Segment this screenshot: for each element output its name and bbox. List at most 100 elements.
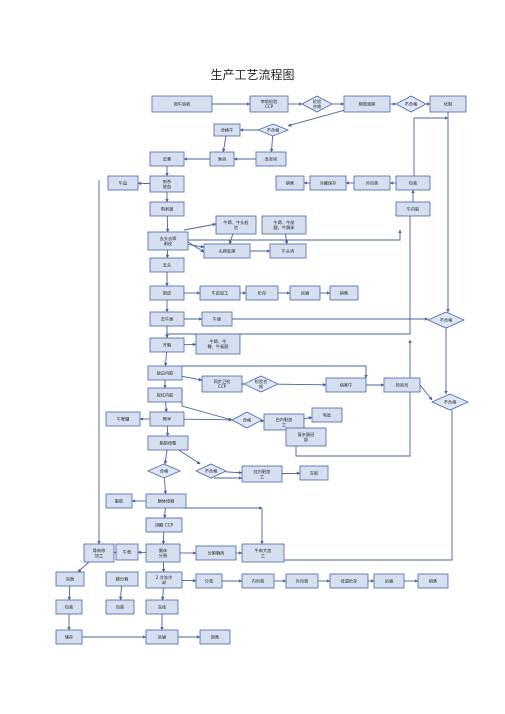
node-label: 外包装 (296, 578, 309, 585)
connector-11 (181, 390, 233, 421)
node-label: 急宰间 (265, 156, 278, 163)
node-label: 不合格 (205, 468, 218, 475)
node-shape (195, 573, 223, 589)
node-n10: 急宰间 (255, 151, 287, 167)
edge-n63-n72 (118, 585, 123, 601)
node-shape (213, 123, 241, 137)
node-n41: 取红内脏 (147, 387, 183, 403)
edge-n49-n50 (163, 449, 168, 465)
node-label: 检验合格 (255, 378, 268, 390)
node-n74: 储存 (55, 629, 83, 645)
edge-n36-n37 (181, 375, 203, 382)
node-label: 检验合格 (313, 98, 322, 110)
node-n70: 销售 (417, 573, 449, 589)
node-n43: 牛脊髓 (105, 411, 141, 427)
node-label: 合格 (243, 417, 252, 424)
node-label: 运输 (301, 290, 310, 297)
node-shape (149, 411, 185, 427)
node-label: 白内脏加工 (276, 416, 293, 427)
node-n76: 销售 (199, 629, 231, 645)
node-shape (149, 337, 185, 353)
node-n42: 不合格 (431, 393, 469, 411)
node-label: 牛肉大加工 (255, 547, 272, 558)
node-n20: 牛蹄、牛头检验 (215, 215, 257, 235)
node-shape (145, 543, 181, 563)
node-shape (329, 285, 359, 301)
node-shape (275, 175, 305, 191)
node-label: 商牛验收 (174, 101, 192, 108)
connector-13 (419, 384, 433, 401)
node-shape (417, 573, 449, 589)
node-shape (209, 151, 235, 167)
node-n50: 合格 (147, 463, 181, 479)
connector-15 (413, 116, 449, 176)
node-label: 贮存 (258, 290, 266, 297)
node-n24: 牛头肉 (269, 243, 307, 259)
node-n30: 销售 (329, 285, 359, 301)
connector-7 (182, 365, 368, 379)
node-shape (285, 573, 319, 589)
node-label: 劈半 (163, 416, 171, 423)
node-n58: 牛骨 (115, 543, 139, 561)
node-shape (145, 493, 187, 509)
node-shape (55, 599, 83, 615)
node-label: 运输 (385, 578, 394, 585)
node-n44: 劈半 (149, 411, 185, 427)
node-label: 排酸 CCP (155, 522, 174, 529)
node-label: 隔离观察 (359, 101, 377, 108)
node-n5: 不合格 (395, 95, 427, 113)
node-label: 包装 (116, 604, 125, 611)
node-shape (199, 285, 241, 301)
node-shape (149, 151, 185, 167)
node-shape (149, 285, 185, 301)
node-label: 牛皮加工 (212, 290, 229, 297)
edge-n34-n36 (163, 351, 168, 367)
node-label: 红内脏加工 (254, 468, 271, 479)
node-label: 牛内脏 (407, 206, 420, 213)
node-label: 低温贮存 (341, 578, 358, 585)
edge-n19-n22 (165, 215, 170, 233)
node-n18: 牛内脏 (395, 201, 431, 217)
node-label: 毛肚 (323, 412, 331, 419)
edge-n64-n73 (160, 587, 165, 601)
node-label: 2 冷冻冷却 (156, 574, 173, 586)
node-label: 取红内脏 (157, 392, 174, 399)
node-n9: 淋浴 (209, 151, 235, 167)
node-n29: 运输 (289, 285, 321, 301)
edge-n7-n9 (221, 135, 227, 153)
node-n66: 内包装 (241, 573, 275, 589)
node-shape (147, 463, 181, 479)
node-label: 销售 (340, 290, 348, 297)
node-n55: 胴体修割 (145, 493, 187, 509)
node-n4: 隔离观察 (343, 95, 391, 113)
node-n28: 贮存 (245, 285, 279, 301)
connector-6 (184, 229, 402, 241)
node-label: 运输 (158, 634, 167, 641)
node-n47: 毛肚 (311, 407, 343, 423)
node-shape (285, 427, 327, 447)
node-label: 刺杀放血 (163, 178, 172, 190)
node-label: 头蹄处理 (219, 248, 237, 255)
connector-16 (183, 222, 217, 231)
node-shape (195, 463, 227, 479)
node-shape (149, 201, 185, 217)
node-shape (243, 375, 279, 393)
edge-n51-n52 (225, 470, 243, 475)
edge-n38-n39 (277, 382, 327, 387)
node-shape (395, 175, 431, 191)
node-n49: 脂肪修整 (147, 435, 189, 451)
node-label: 不合格 (444, 399, 457, 406)
node-shape (145, 571, 183, 589)
node-n34: 开胸 (149, 337, 185, 353)
node-n68: 低温贮存 (329, 573, 369, 589)
node-shape (427, 311, 465, 329)
node-n17: 包装 (395, 175, 431, 191)
node-label: 复杂肠冠部 (298, 431, 316, 443)
edge-n22-n23 (187, 243, 205, 249)
node-n65: 分类 (195, 573, 223, 589)
node-n27: 牛皮加工 (199, 285, 241, 301)
node-shape (105, 571, 139, 587)
node-n25: 去头 (149, 257, 185, 273)
